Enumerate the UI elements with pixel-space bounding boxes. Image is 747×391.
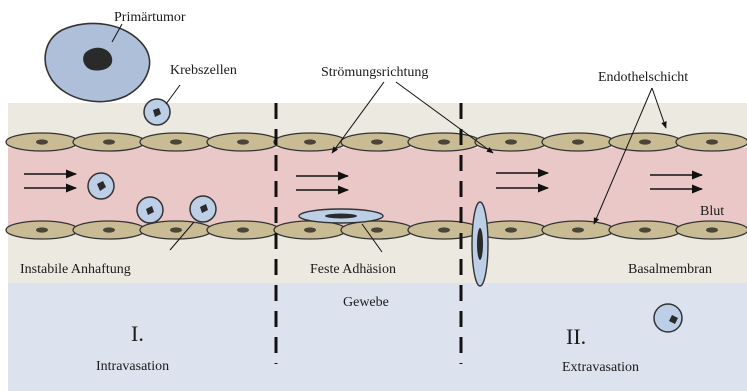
endothelial-layer-top — [6, 133, 747, 151]
endothelial-cell — [408, 221, 480, 239]
endothelial-cell — [341, 133, 413, 151]
blood-label: Blut — [700, 204, 724, 219]
primary-tumor — [45, 23, 149, 101]
cancer-cells-label: Krebszellen — [170, 63, 237, 78]
cancer-cells-leader — [166, 85, 180, 104]
endothelial-cell — [676, 133, 747, 151]
cancer-cell — [190, 196, 216, 222]
stage-2-name: Extravasation — [562, 360, 639, 375]
endothelial-cell — [341, 221, 413, 239]
endothelial-cell — [207, 221, 279, 239]
stage-1-numeral: I. — [131, 321, 144, 346]
endothelial-cell — [73, 133, 145, 151]
endothelial-layer-label: Endothelschicht — [598, 70, 688, 85]
stage-1-name: Intravasation — [96, 359, 169, 374]
endothelial-cell — [6, 133, 78, 151]
basement-membrane-label: Basalmembran — [628, 262, 712, 277]
endothelial-cell — [542, 133, 614, 151]
endothelial-cell — [6, 221, 78, 239]
endothelial-cell — [609, 133, 681, 151]
transmigrating-cell — [472, 202, 488, 286]
endothelial-cell — [274, 221, 346, 239]
cancer-cell — [144, 99, 170, 125]
endothelial-layer-bottom — [6, 221, 747, 239]
stage-2-numeral: II. — [566, 324, 586, 349]
endothelial-cell — [207, 133, 279, 151]
endothelial-cell — [676, 221, 747, 239]
cancer-cell — [137, 197, 163, 223]
flow-direction-label: Strömungsrichtung — [321, 65, 428, 80]
firm-adhesion-label: Feste Adhäsion — [310, 262, 396, 277]
cancer-cell — [88, 173, 114, 199]
endothelial-cell — [140, 133, 212, 151]
cancer-cell — [654, 304, 682, 332]
tissue-label: Gewebe — [343, 295, 389, 310]
endothelial-cell — [73, 221, 145, 239]
firmly-adhered-cell — [299, 209, 383, 223]
primary-tumor-label: Primärtumor — [114, 10, 186, 25]
unstable-adhesion-label: Instabile Anhaftung — [20, 262, 131, 277]
endothelial-cell — [609, 221, 681, 239]
endothelial-cell — [542, 221, 614, 239]
